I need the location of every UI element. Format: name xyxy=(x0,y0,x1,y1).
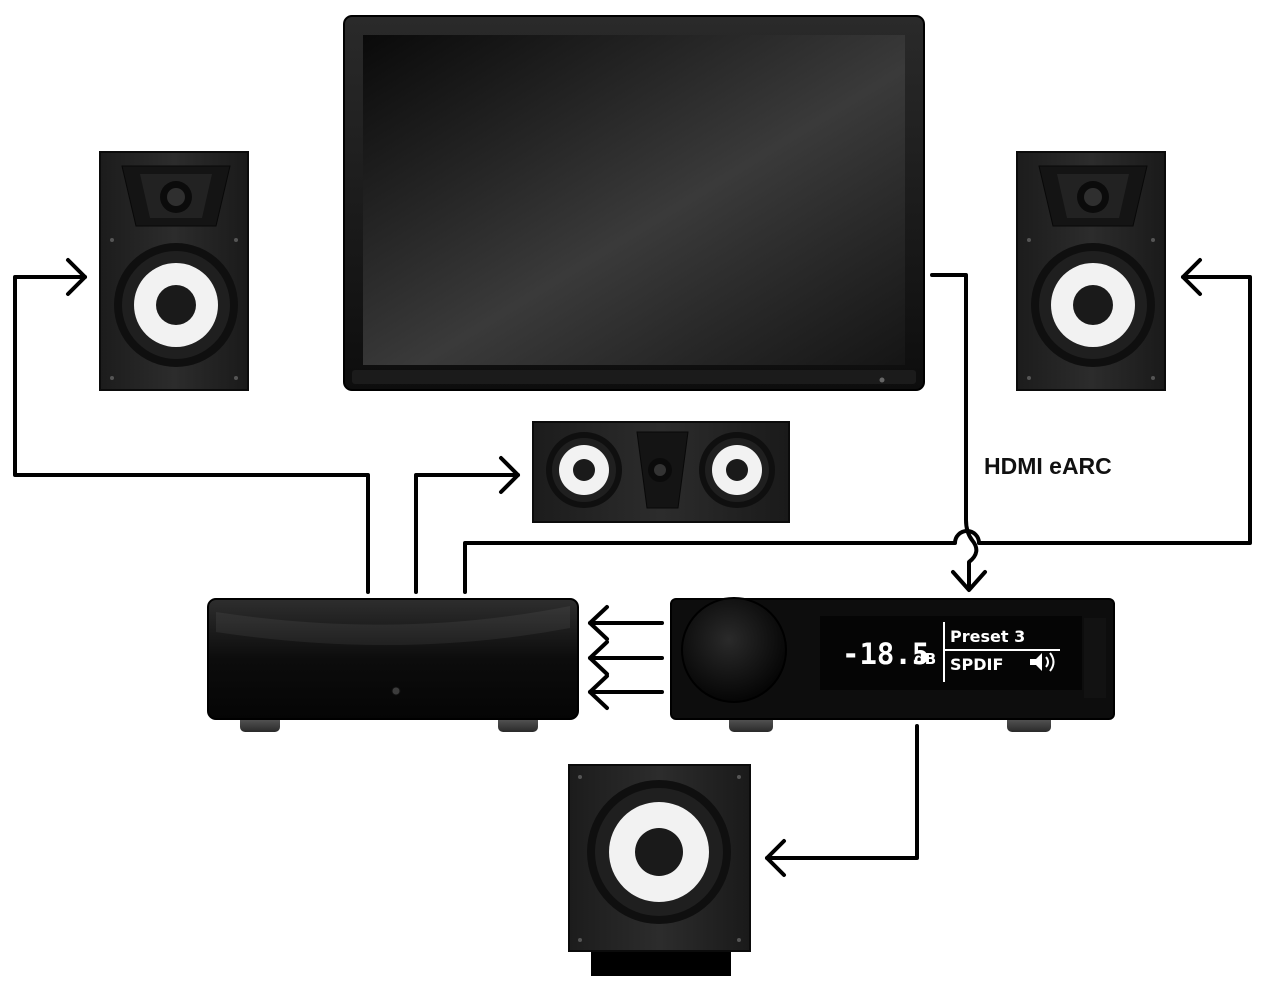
cables xyxy=(13,258,1252,877)
subwoofer xyxy=(568,764,751,976)
power-amplifier xyxy=(207,598,579,732)
cable-amp-to-left-speaker xyxy=(13,275,370,594)
volume-readout: -18.5 xyxy=(842,637,929,671)
input-readout: SPDIF xyxy=(950,655,1003,674)
right-speaker xyxy=(1016,151,1166,391)
volume-unit: dB xyxy=(914,650,936,668)
center-speaker xyxy=(532,421,790,523)
front-panel-display xyxy=(820,616,1082,690)
cable-hdmi-earc xyxy=(930,273,979,590)
preset-readout: Preset 3 xyxy=(950,627,1025,646)
cable-amp-to-center-speaker xyxy=(414,473,520,594)
dsp-preamp: -18.5 dB Preset 3 SPDIF xyxy=(670,597,1115,732)
tv xyxy=(343,15,925,391)
hdmi-earc-label: HDMI eARC xyxy=(984,453,1112,479)
speaker-volume-icon xyxy=(1030,652,1055,672)
volume-knob[interactable] xyxy=(681,597,787,703)
left-speaker xyxy=(99,151,249,391)
cable-dsp-to-subwoofer xyxy=(765,724,919,860)
